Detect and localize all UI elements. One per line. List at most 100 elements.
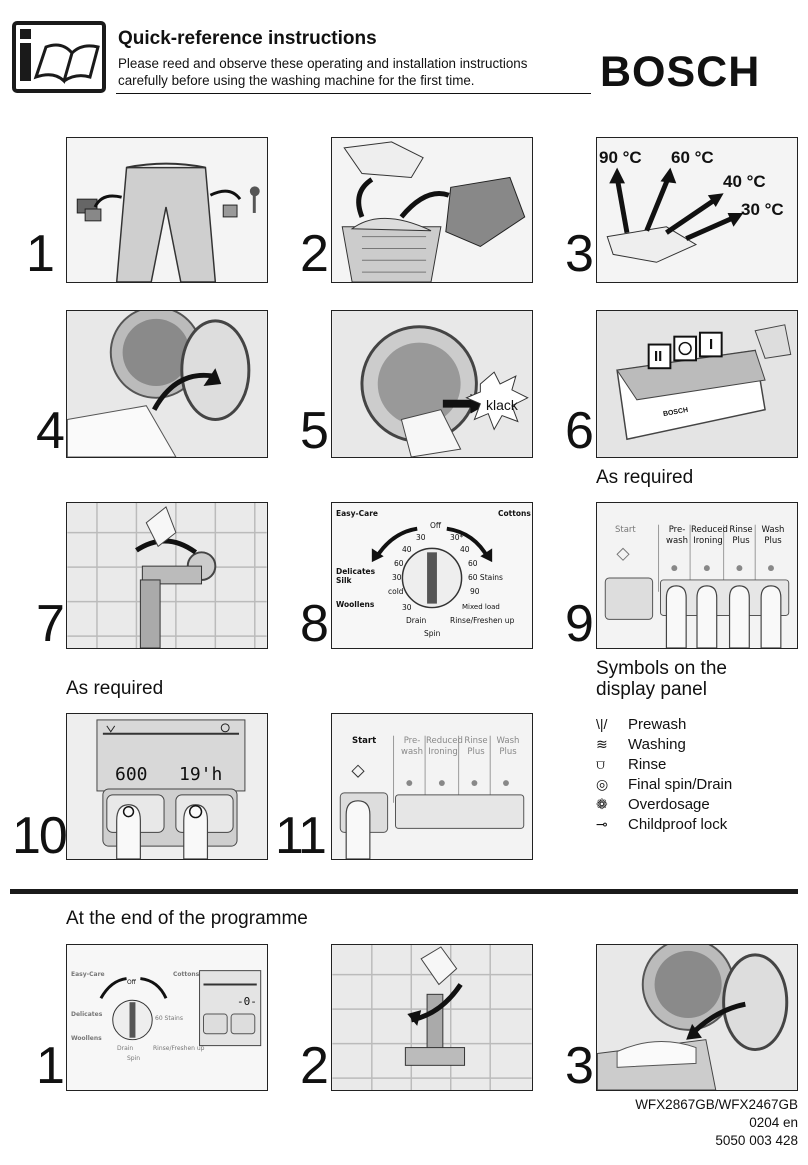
dial-spin: Spin bbox=[424, 629, 441, 638]
symbol-label: Rinse bbox=[628, 755, 667, 773]
dial-stains: 60 Stains bbox=[468, 573, 503, 582]
step-number: 7 bbox=[36, 595, 65, 653]
dial-30-star: 30* bbox=[450, 533, 464, 542]
reduced-ironing-label: Reduced Ironing bbox=[426, 736, 463, 758]
rinse-icon: ⩌ bbox=[596, 755, 606, 772]
subtitle-line-1: Please reed and observe these operating … bbox=[118, 56, 528, 71]
step-number: 1 bbox=[36, 1037, 65, 1095]
temp-40: 40 °C bbox=[723, 172, 766, 191]
section-divider bbox=[10, 889, 798, 894]
panel-load-drum bbox=[66, 310, 268, 458]
end-section-title: At the end of the programme bbox=[66, 908, 308, 929]
panel-detergent-drawer: II I BOSCH bbox=[596, 310, 798, 458]
step-number: 3 bbox=[565, 1037, 594, 1095]
document-code: 5050 003 428 bbox=[715, 1133, 798, 1148]
panel-close-tap bbox=[331, 944, 533, 1091]
step-number: 8 bbox=[300, 595, 329, 653]
prewash-label: Pre- wash bbox=[663, 525, 691, 547]
compartment-1: I bbox=[709, 336, 714, 353]
start-label: Start bbox=[352, 736, 377, 746]
symbols-title: Symbols on the display panel bbox=[596, 658, 727, 700]
dial-90: 90 bbox=[470, 587, 480, 596]
final-spin-icon: ◎ bbox=[596, 775, 609, 792]
dial-30: 30 bbox=[416, 533, 426, 542]
dial-cottons: Cottons bbox=[173, 971, 200, 978]
wash-plus-label: Wash Plus bbox=[757, 525, 789, 547]
step-number: 3 bbox=[565, 225, 594, 283]
rinse-plus-label: Rinse Plus bbox=[725, 525, 757, 547]
symbol-item: ⩌ Rinse bbox=[596, 754, 732, 774]
dial-woollens: Woollens bbox=[336, 600, 375, 609]
prewash-label-1: Pre- bbox=[668, 525, 686, 535]
as-required-caption: As required bbox=[596, 467, 694, 488]
prewash-label-2: wash bbox=[666, 536, 688, 546]
page-title: Quick-reference instructions bbox=[118, 28, 377, 49]
dial-spin: Spin bbox=[127, 1055, 141, 1062]
symbol-label: Childproof lock bbox=[628, 815, 728, 833]
symbol-item: ◎Final spin/Drain bbox=[596, 774, 732, 794]
dial-cottons: Cottons bbox=[498, 509, 531, 518]
rinse-label-2: Plus bbox=[732, 536, 750, 546]
klack-label: klack bbox=[486, 397, 518, 413]
step-number: 9 bbox=[565, 595, 594, 653]
rinse-plus-label: Rinse Plus bbox=[460, 736, 492, 758]
model-number: WFX2867GB/WFX2467GB bbox=[635, 1097, 798, 1112]
footer: WFX2867GB/WFX2467GB 0204 en 5050 003 428 bbox=[635, 1096, 798, 1150]
header-rule bbox=[116, 93, 591, 94]
dial-rinse: Rinse/Freshen up bbox=[450, 616, 515, 625]
step-number: 1 bbox=[26, 225, 55, 283]
dial-easy-care: Easy-Care bbox=[71, 971, 105, 978]
display-end: -0- bbox=[237, 995, 257, 1008]
reduced-label-1: Reduced bbox=[691, 525, 728, 535]
as-required-caption: As required bbox=[66, 678, 164, 699]
panel-temperatures: 90 °C 60 °C 40 °C 30 °C bbox=[596, 137, 798, 283]
reduced-label-2: Ironing bbox=[693, 536, 723, 546]
dial-rinse: Rinse/Freshen up bbox=[153, 1045, 205, 1052]
symbol-label: Overdosage bbox=[628, 795, 710, 813]
symbol-label: Washing bbox=[628, 735, 686, 753]
step-number: 10 bbox=[12, 807, 68, 865]
reduced-label-1: Reduced bbox=[426, 736, 463, 746]
dial-drain: Drain bbox=[117, 1045, 134, 1052]
dial-40: 40 bbox=[402, 545, 412, 554]
dial-off: Off bbox=[127, 979, 136, 986]
panel-sort-laundry bbox=[331, 137, 533, 283]
dial-60: 60 bbox=[394, 559, 404, 568]
page-subtitle: Please reed and observe these operating … bbox=[118, 55, 578, 89]
prewash-label-1: Pre- bbox=[403, 736, 421, 746]
reduced-ironing-label: Reduced Ironing bbox=[691, 525, 728, 547]
step-number: 2 bbox=[300, 225, 329, 283]
wash-label-2: Plus bbox=[499, 747, 517, 757]
compartment-2: II bbox=[654, 348, 663, 365]
symbols-title-line-1: Symbols on the bbox=[596, 658, 727, 679]
symbol-item: ⊸ Childproof lock bbox=[596, 814, 732, 834]
dial-60: 60 bbox=[468, 559, 478, 568]
panel-open-tap bbox=[66, 502, 268, 649]
step-number: 2 bbox=[300, 1037, 329, 1095]
childproof-lock-icon: ⊸ bbox=[596, 815, 608, 832]
dial-stains: 60 Stains bbox=[155, 1015, 183, 1022]
prewash-label-2: wash bbox=[401, 747, 423, 757]
dial-30: 30 bbox=[392, 573, 402, 582]
step-number: 6 bbox=[565, 402, 594, 460]
temp-30: 30 °C bbox=[741, 200, 784, 219]
step-number: 11 bbox=[275, 807, 327, 865]
panel-close-door: klack bbox=[331, 310, 533, 458]
rinse-label-1: Rinse bbox=[729, 525, 753, 535]
dial-delicates: Delicates bbox=[336, 567, 376, 576]
dial-30: 30 bbox=[402, 603, 412, 612]
subtitle-line-2: carefully before using the washing machi… bbox=[118, 73, 475, 88]
dial-delicates: Delicates bbox=[71, 1011, 103, 1018]
panel-option-buttons: Start Pre- wash Reduced Ironing Rinse Pl… bbox=[596, 502, 798, 649]
manual-info-icon bbox=[12, 21, 106, 93]
reduced-label-2: Ironing bbox=[428, 747, 458, 757]
document-version: 0204 en bbox=[749, 1115, 798, 1130]
step-number: 4 bbox=[36, 402, 65, 460]
dial-easy-care: Easy-Care bbox=[336, 509, 379, 518]
dial-drain: Drain bbox=[406, 616, 427, 625]
dial-mixed-load: Mixed load bbox=[462, 603, 500, 611]
display-time: 19'h bbox=[179, 764, 223, 785]
symbol-item: ≋Washing bbox=[596, 734, 732, 754]
rinse-label-1: Rinse bbox=[464, 736, 488, 746]
symbol-item: \|/Prewash bbox=[596, 714, 732, 734]
